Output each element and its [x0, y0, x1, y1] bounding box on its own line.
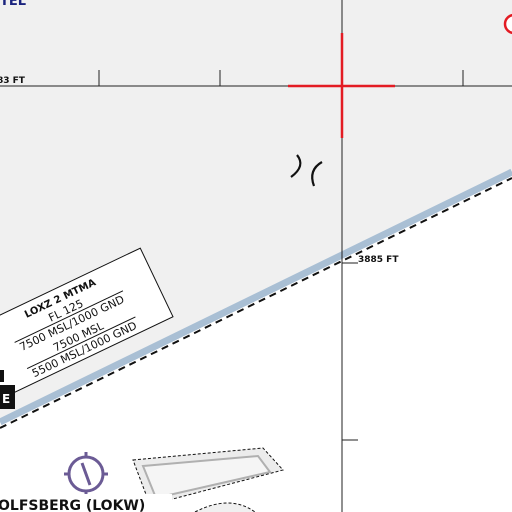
- mountain-pass-icon: [290, 154, 323, 187]
- airport-label: OLFSBERG (LOKW): [0, 498, 145, 512]
- airspace-divider-2: [26, 316, 136, 370]
- meridian-altitude-label: 3885 FT: [358, 255, 399, 265]
- red-point-icon: [503, 13, 512, 35]
- grid-altitude-label: 83 FT: [0, 76, 26, 86]
- runway-arc: [194, 502, 256, 512]
- airspace-class-letter: E: [2, 392, 10, 406]
- airport-label-bg: [0, 494, 172, 512]
- airport-icon: [64, 452, 108, 496]
- airspace-boundary-dashed: [0, 177, 512, 429]
- airspace-divider-1: [14, 290, 124, 343]
- runway-shape: [141, 454, 272, 500]
- airspace-info-box: LOXZ 2 MTMA FL 125 7500 MSL/1000 GND 750…: [0, 247, 174, 400]
- top-label-fragment: TEL: [0, 0, 26, 9]
- airspace-class-marker-top: [0, 370, 4, 382]
- airspace-class-marker: [0, 385, 15, 409]
- airspace-boundary-band: [0, 168, 512, 426]
- airspace-info-frame: [0, 247, 174, 400]
